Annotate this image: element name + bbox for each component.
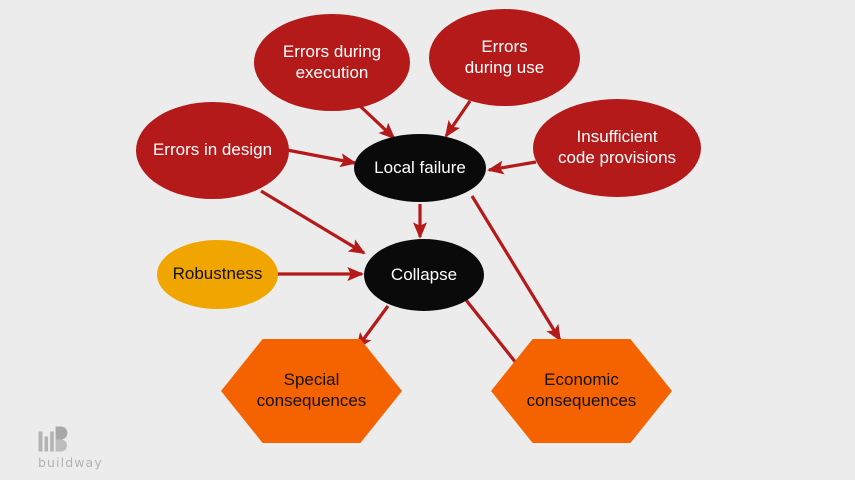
building-icon <box>38 426 68 452</box>
node-label: Economic consequences <box>526 370 637 410</box>
edge-errors-execution-to-local-failure <box>357 103 396 140</box>
edge-collapse-to-special <box>355 305 390 350</box>
node-label: Local failure <box>374 157 466 177</box>
buildway-logo: buildway <box>38 426 103 470</box>
node-label: Errors in design <box>152 140 273 160</box>
edge-local-failure-to-economic <box>470 195 562 342</box>
node-special-consequences[interactable]: Special consequences <box>221 339 402 443</box>
node-errors-during-execution[interactable]: Errors during execution <box>254 14 410 111</box>
node-label: Errors during execution <box>282 41 382 82</box>
node-local-failure[interactable]: Local failure <box>354 134 486 202</box>
node-errors-during-use[interactable]: Errors during use <box>429 9 580 106</box>
node-label: Errors during use <box>464 36 545 77</box>
edge-errors-design-to-collapse <box>260 189 366 255</box>
edge-errors-design-to-local-failure <box>286 148 357 168</box>
node-label: Collapse <box>390 264 458 284</box>
node-insufficient-code-provisions[interactable]: Insufficient code provisions <box>533 99 701 197</box>
edge-insufficient-to-local-failure <box>487 160 537 175</box>
node-errors-in-design[interactable]: Errors in design <box>136 102 289 199</box>
node-collapse[interactable]: Collapse <box>364 239 484 311</box>
node-economic-consequences[interactable]: Economic consequences <box>491 339 672 443</box>
edge-errors-use-to-local-failure <box>444 100 472 138</box>
node-label: Insufficient code provisions <box>557 127 677 167</box>
node-label: Robustness <box>172 264 263 284</box>
node-label: Special consequences <box>256 370 367 410</box>
logo-wordmark: buildway <box>38 455 103 470</box>
node-robustness[interactable]: Robustness <box>157 240 278 309</box>
